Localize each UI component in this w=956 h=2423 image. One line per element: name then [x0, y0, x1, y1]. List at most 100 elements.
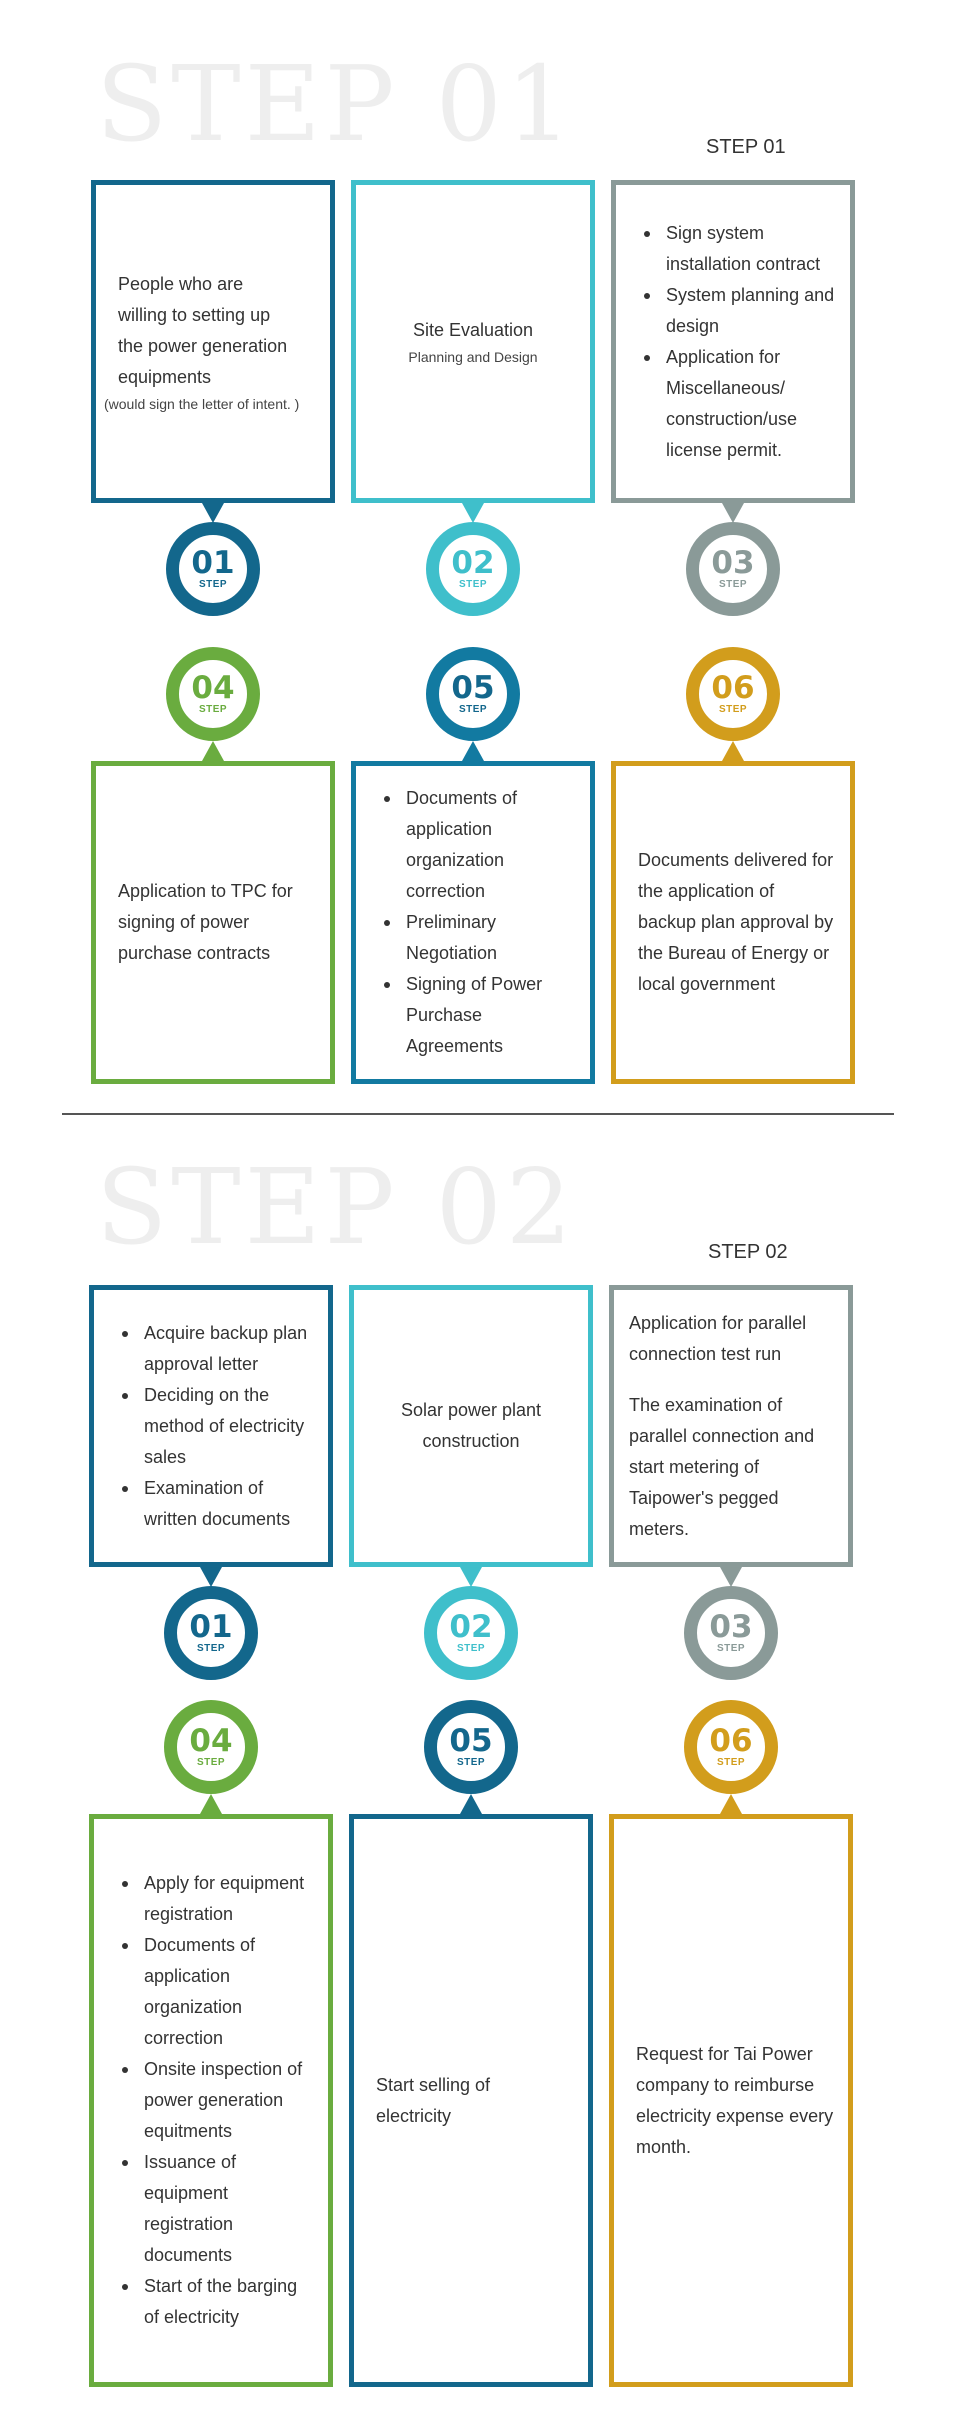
list-item: Application for Miscellaneous/ construct… — [638, 342, 838, 466]
connector-arrow — [720, 1567, 742, 1587]
connector-arrow — [462, 503, 484, 523]
badge-label: STEP — [196, 1757, 226, 1768]
list-item: Apply for equipment registration — [116, 1868, 316, 1930]
card-content: Request for Tai Power company to reimbur… — [614, 2039, 848, 2163]
badge-number: 02 — [449, 1609, 493, 1645]
card-content: Site Evaluation Planning and Design — [356, 315, 590, 368]
badge-label: STEP — [716, 1643, 746, 1654]
card-text: Application to TPC for signing of power … — [118, 881, 293, 963]
section2-small-title: STEP 02 — [708, 1241, 788, 1263]
connector-arrow — [722, 741, 744, 761]
card-content: Start selling of electricity — [354, 2070, 588, 2132]
section2-badge-04: 04 STEP — [164, 1700, 258, 1794]
badge-label: STEP — [458, 579, 488, 590]
badge-number: 01 — [191, 545, 235, 581]
card-text-line: equipments — [118, 366, 212, 387]
badge-number: 04 — [191, 670, 235, 706]
section2-badge-05: 05 STEP — [424, 1700, 518, 1794]
card-text: Start selling of electricity — [376, 2074, 491, 2126]
section1-card-3: Sign system installation contract System… — [611, 180, 855, 503]
list-item: Start of the barging of electricity — [116, 2271, 316, 2333]
card-text-line: People who are — [118, 273, 244, 294]
list-item: Deciding on the method of electricity sa… — [116, 1380, 316, 1473]
card-content: Application for parallel connection test… — [614, 1308, 848, 1545]
badge-label: STEP — [198, 579, 228, 590]
badge-number: 04 — [189, 1723, 233, 1759]
section2-card-4: Apply for equipment registration Documen… — [89, 1814, 333, 2387]
connector-arrow — [200, 1567, 222, 1587]
card-text: Solar power plant construction — [400, 1400, 542, 1451]
connector-arrow — [460, 1794, 482, 1814]
list-item: Documents of application organization co… — [378, 783, 578, 907]
card-text: Request for Tai Power company to reimbur… — [636, 2043, 834, 2157]
section2-card-6: Request for Tai Power company to reimbur… — [609, 1814, 853, 2387]
connector-arrow — [460, 1567, 482, 1587]
connector-arrow — [202, 741, 224, 761]
section1-badge-04: 04 STEP — [166, 647, 260, 741]
list-item: Acquire backup plan approval letter — [116, 1318, 316, 1380]
section1-big-title: STEP 01 — [96, 43, 576, 165]
card-content: Acquire backup plan approval letter Deci… — [94, 1318, 328, 1535]
section1-badge-06: 06 STEP — [686, 647, 780, 741]
section1-badge-05: 05 STEP — [426, 647, 520, 741]
badge-label: STEP — [718, 579, 748, 590]
connector-arrow — [462, 741, 484, 761]
section1-badge-02: 02 STEP — [426, 522, 520, 616]
section1-card-5: Documents of application organization co… — [351, 761, 595, 1084]
card-note: (would sign the letter of intent. ) — [104, 395, 300, 412]
card-text-line: the power generation — [118, 335, 288, 356]
section-divider — [62, 1113, 894, 1115]
card-text: Documents delivered for the application … — [638, 850, 834, 994]
badge-label: STEP — [716, 1757, 746, 1768]
list-item: Sign system installation contract — [638, 218, 838, 280]
card-paragraph: The examination of parallel connection a… — [629, 1394, 815, 1539]
card-text-line: willing to setting up — [118, 304, 271, 325]
list-item: System planning and design — [638, 280, 838, 342]
card-title: Site Evaluation — [412, 320, 534, 340]
badge-label: STEP — [458, 704, 488, 715]
badge-number: 01 — [189, 1609, 233, 1645]
list-item: Documents of application organization co… — [116, 1930, 316, 2054]
card-content: Solar power plant construction — [354, 1395, 588, 1457]
badge-number: 05 — [449, 1723, 493, 1759]
card-subtitle: Planning and Design — [408, 349, 538, 365]
card-content: Documents delivered for the application … — [616, 845, 850, 1000]
card-content: Documents of application organization co… — [356, 783, 590, 1062]
section1-card-6: Documents delivered for the application … — [611, 761, 855, 1084]
section2-badge-03: 03 STEP — [684, 1586, 778, 1680]
badge-number: 03 — [711, 545, 755, 581]
section2-badge-01: 01 STEP — [164, 1586, 258, 1680]
list-item: Issuance of equipment registration docum… — [116, 2147, 316, 2271]
section2-big-title: STEP 02 — [96, 1146, 576, 1268]
section2-badge-02: 02 STEP — [424, 1586, 518, 1680]
connector-arrow — [720, 1794, 742, 1814]
badge-label: STEP — [196, 1643, 226, 1654]
section2-card-5: Start selling of electricity — [349, 1814, 593, 2387]
card-content: Sign system installation contract System… — [616, 218, 850, 466]
badge-label: STEP — [198, 704, 228, 715]
badge-label: STEP — [456, 1643, 486, 1654]
card-content: Apply for equipment registration Documen… — [94, 1868, 328, 2333]
connector-arrow — [202, 503, 224, 523]
card-content: Application to TPC for signing of power … — [96, 876, 330, 969]
section1-small-title: STEP 01 — [706, 136, 786, 158]
badge-label: STEP — [456, 1757, 486, 1768]
badge-number: 05 — [451, 670, 495, 706]
card-content: People who are willing to setting up the… — [96, 269, 330, 415]
badge-number: 06 — [711, 670, 755, 706]
badge-number: 02 — [451, 545, 495, 581]
section1-card-2: Site Evaluation Planning and Design — [351, 180, 595, 503]
section1-card-1: People who are willing to setting up the… — [91, 180, 335, 503]
section1-badge-01: 01 STEP — [166, 522, 260, 616]
badge-number: 03 — [709, 1609, 753, 1645]
badge-number: 06 — [709, 1723, 753, 1759]
list-item: Onsite inspection of power generation eq… — [116, 2054, 316, 2147]
list-item: Preliminary Negotiation — [378, 907, 578, 969]
section2-card-1: Acquire backup plan approval letter Deci… — [89, 1285, 333, 1567]
section1-card-4: Application to TPC for signing of power … — [91, 761, 335, 1084]
list-item: Signing of Power Purchase Agreements — [378, 969, 578, 1062]
badge-label: STEP — [718, 704, 748, 715]
connector-arrow — [722, 503, 744, 523]
card-paragraph: Application for parallel connection test… — [629, 1312, 807, 1364]
section2-card-2: Solar power plant construction — [349, 1285, 593, 1567]
